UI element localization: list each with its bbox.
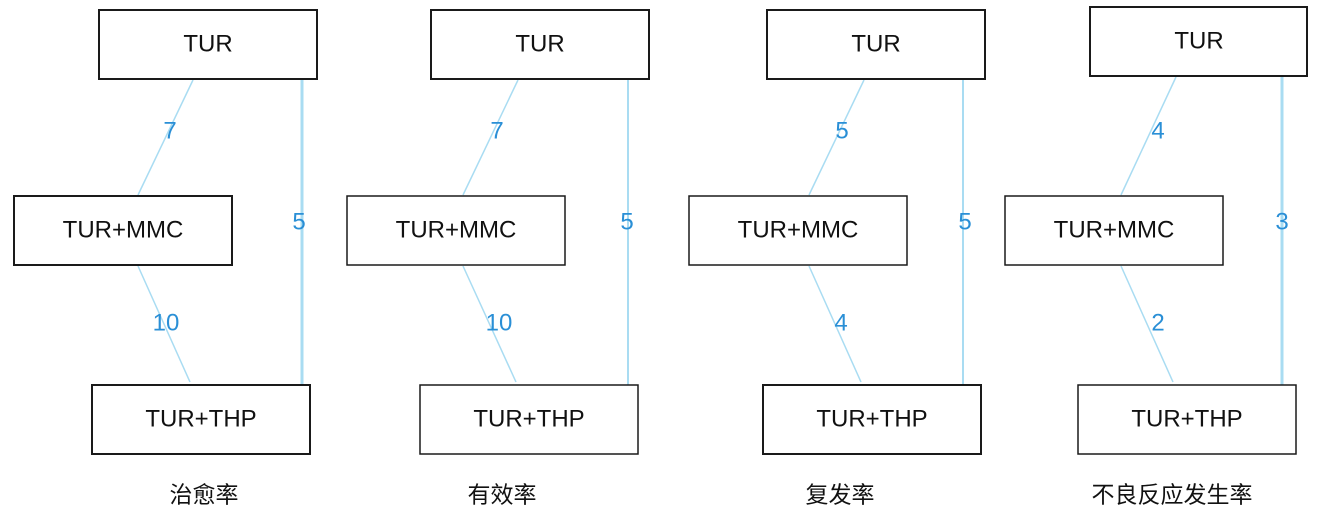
- edge-label-middle-bottom: 4: [834, 309, 847, 336]
- edge-middle-bottom: [462, 265, 517, 383]
- panel-caption: 治愈率: [170, 483, 239, 509]
- edge-label-middle-bottom: 2: [1151, 309, 1164, 336]
- edge-label-top-bottom: 3: [1275, 208, 1288, 235]
- edge-label-top-middle: 4: [1151, 117, 1164, 144]
- edge-label-middle-bottom: 10: [486, 309, 513, 336]
- node-middle-label: TUR+MMC: [738, 216, 859, 243]
- node-middle-box: [1004, 195, 1224, 266]
- node-bottom-box: [762, 384, 982, 455]
- node-top-box: [98, 9, 318, 80]
- edge-middle-bottom: [1120, 265, 1174, 383]
- node-middle-label: TUR+MMC: [63, 216, 184, 243]
- panel-caption: 复发率: [806, 483, 875, 509]
- edge-label-top-bottom: 5: [620, 208, 633, 235]
- node-top-label: TUR: [515, 30, 564, 57]
- edge-middle-bottom: [137, 265, 191, 383]
- edge-middle-bottom: [808, 265, 862, 383]
- node-middle-label: TUR+MMC: [1054, 216, 1175, 243]
- edge-top-middle: [808, 79, 865, 196]
- edge-label-top-bottom: 5: [958, 208, 971, 235]
- node-middle-box: [13, 195, 233, 266]
- panel-recurrence-rate: TUR TUR+MMC TUR+THP 5 4 5 复发率: [688, 9, 986, 509]
- node-top-box: [430, 9, 650, 80]
- edge-label-top-bottom: 5: [292, 208, 305, 235]
- node-top-label: TUR: [183, 30, 232, 57]
- edge-top-middle: [1120, 76, 1177, 196]
- node-middle-box: [346, 195, 566, 266]
- node-bottom-box: [91, 384, 311, 455]
- edge-top-middle: [137, 79, 194, 196]
- panel-cure-rate: TUR TUR+MMC TUR+THP 7 10 5 治愈率: [13, 9, 318, 509]
- node-bottom-box: [1077, 384, 1297, 455]
- edge-label-top-middle: 7: [163, 117, 176, 144]
- node-bottom-label: TUR+THP: [473, 405, 584, 432]
- node-middle-label: TUR+MMC: [396, 216, 517, 243]
- edge-top-middle: [462, 79, 519, 196]
- edge-label-middle-bottom: 10: [153, 309, 180, 336]
- panel-caption: 不良反应发生率: [1092, 483, 1253, 509]
- node-bottom-box: [419, 384, 639, 455]
- panel-effective-rate: TUR TUR+MMC TUR+THP 7 10 5 有效率: [346, 9, 650, 509]
- node-bottom-label: TUR+THP: [1131, 405, 1242, 432]
- node-top-box: [766, 9, 986, 80]
- node-middle-box: [688, 195, 908, 266]
- node-top-label: TUR: [851, 30, 900, 57]
- panel-caption: 有效率: [468, 483, 537, 509]
- edge-label-top-middle: 7: [490, 117, 503, 144]
- node-bottom-label: TUR+THP: [145, 405, 256, 432]
- node-top-box: [1089, 6, 1308, 77]
- node-bottom-label: TUR+THP: [816, 405, 927, 432]
- panel-adverse-reaction-rate: TUR TUR+MMC TUR+THP 4 2 3 不良反应发生率: [1004, 6, 1308, 509]
- node-top-label: TUR: [1174, 27, 1223, 54]
- edge-label-top-middle: 5: [835, 117, 848, 144]
